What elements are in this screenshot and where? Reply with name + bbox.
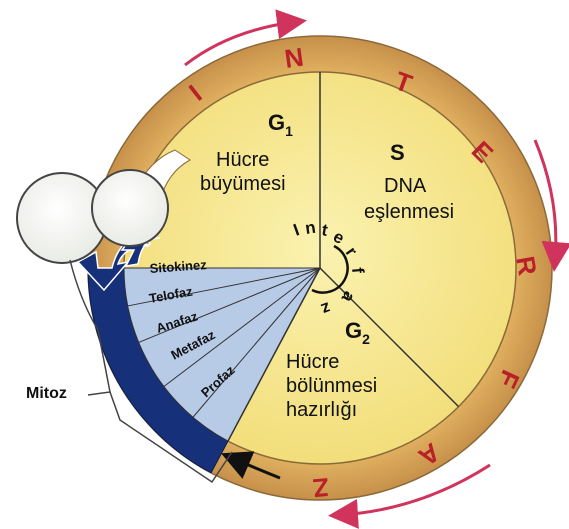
daughter-cell-right [92,170,168,246]
g1-line1: Hücre [216,149,269,171]
s-line2: eşlenmesi [364,201,454,223]
g2-line2: bölünmesi [286,375,377,397]
g1-line2: büyümesi [200,173,286,195]
g2-line1: Hücre [286,351,339,373]
g2-line3: hazırlığı [286,399,357,421]
mitoz-label: Mitoz [26,385,67,402]
ring-letter-z: Z [312,472,331,503]
s-line1: DNA [384,175,427,197]
s-label: S [390,140,405,165]
